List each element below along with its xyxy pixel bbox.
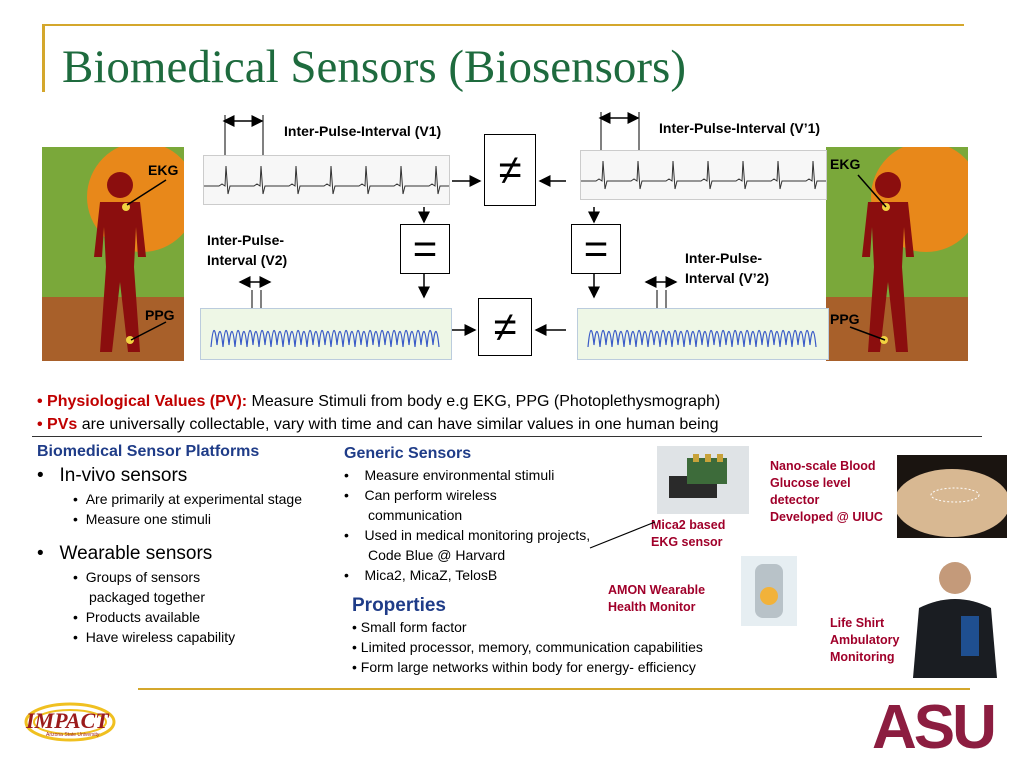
property-2: • Limited processor, memory, communicati… — [352, 639, 703, 655]
wearable-sub-1-text: Groups of sensors packaged together — [85, 569, 205, 605]
invivo-sub-2: • Measure one stimuli — [73, 511, 211, 527]
pv-bullet: • Physiological Values (PV): Measure Sti… — [37, 393, 721, 410]
ipi-v1-label: Inter-Pulse-Interval (V1) — [284, 123, 442, 139]
lifeshirt-caption-2: Ambulatory — [830, 633, 900, 647]
generic-item-1: • Measure environmental stimuli — [344, 467, 555, 483]
invivo-sub-1: • Are primarily at experimental stage — [73, 491, 302, 507]
amon-caption: AMON Wearable Health Monitor — [608, 582, 705, 616]
wearable-sub-1: • Groups of sensors packaged together — [73, 569, 205, 605]
amon-device-image — [741, 556, 797, 626]
ppg-signal-left — [200, 308, 452, 360]
pvs-bullet: • PVs are universally collectable, vary … — [37, 416, 719, 433]
nano-caption-1: Nano-scale Blood — [770, 459, 876, 473]
ppg-signal-right — [577, 308, 829, 360]
property-1: • Small form factor — [352, 619, 467, 635]
amon-caption-1: AMON Wearable — [608, 583, 706, 597]
ipi-v2p-line2: Interval (V’2) — [685, 270, 770, 286]
lifeshirt-photo — [905, 550, 1005, 678]
slide-title: Biomedical Sensors (Biosensors) — [62, 41, 686, 93]
ppg-waveform-left — [210, 329, 440, 348]
lifeshirt-caption-1: Life Shirt — [830, 616, 885, 630]
impact-logo-text: IMPACT — [26, 708, 109, 733]
impact-logo-mark — [24, 702, 116, 742]
pvs-label: PVs — [47, 416, 78, 433]
equal-box-right: = — [571, 224, 621, 274]
nano-caption-2: Glucose level — [770, 476, 851, 490]
section-divider — [32, 436, 982, 437]
invivo-sub-1-text: Are primarily at experimental stage — [85, 491, 302, 507]
mica2-caption-2: EKG sensor — [651, 535, 723, 549]
left-person-panel — [42, 147, 184, 361]
wearable-sub-2: • Products available — [73, 609, 201, 625]
nano-sensor-photo — [894, 455, 1010, 538]
property-3: • Form large networks within body for en… — [352, 659, 696, 675]
wearable-item: • Wearable sensors — [37, 543, 213, 564]
generic-section: Generic Sensors • Measure environmental … — [344, 445, 614, 585]
equal-box-left: = — [400, 224, 450, 274]
ipi-v2-line1: Inter-Pulse- — [207, 232, 285, 248]
mica2-caption: Mica2 based EKG sensor — [651, 517, 725, 551]
ekg-signal-right — [580, 150, 827, 200]
lifeshirt-caption: Life Shirt Ambulatory Monitoring — [830, 615, 899, 666]
wearable-sub-2-text: Products available — [85, 609, 201, 625]
ppg-waveform-right — [587, 329, 817, 348]
mica2-board-image — [657, 446, 749, 514]
mica2-pointer — [589, 521, 656, 549]
invivo-sub-2-text: Measure one stimuli — [85, 511, 211, 527]
nano-caption-4: Developed @ UIUC — [770, 510, 883, 524]
not-equal-box-bottom: ≠ — [478, 298, 532, 356]
platforms-section: Biomedical Sensor Platforms • In-vivo se… — [37, 443, 337, 647]
not-equal-box-top: ≠ — [484, 134, 536, 206]
ppg-label-left: PPG — [145, 307, 175, 323]
top-divider — [42, 24, 964, 26]
generic-item-2-text: Can perform wireless communication — [364, 487, 497, 523]
lifeshirt-person-image — [905, 550, 1005, 678]
impact-logo-sub: Arizona State University — [46, 732, 100, 738]
generic-item-1-text: Measure environmental stimuli — [364, 467, 555, 483]
ipi-v2-prime-label: Inter-Pulse- Interval (V’2) — [685, 248, 769, 288]
wearable-label: Wearable sensors — [59, 543, 213, 564]
invivo-item: • In-vivo sensors — [37, 465, 188, 486]
nano-caption: Nano-scale Blood Glucose level detector … — [770, 458, 883, 526]
lifeshirt-caption-3: Monitoring — [830, 650, 895, 664]
footer-divider — [138, 688, 970, 690]
person-illustration-right — [826, 147, 968, 361]
right-person-panel — [826, 147, 968, 361]
ppg-label-right: PPG — [830, 311, 860, 327]
ekg-label-right: EKG — [830, 156, 861, 172]
generic-item-3-text: Used in medical monitoring projects, Cod… — [364, 527, 591, 563]
ekg-label-left: EKG — [148, 162, 179, 178]
fingertip-image — [894, 455, 1010, 538]
platforms-heading: Biomedical Sensor Platforms — [37, 443, 260, 460]
amon-caption-2: Health Monitor — [608, 600, 696, 614]
ekg-waveform-left — [204, 165, 449, 195]
ekg-waveform-right — [581, 160, 826, 190]
pv-label: Physiological Values (PV): — [47, 393, 248, 410]
nano-caption-3: detector — [770, 493, 820, 507]
wearable-sub-3: • Have wireless capability — [73, 629, 236, 645]
ipi-v2-line2: Interval (V2) — [207, 252, 288, 268]
pvs-text: are universally collectable, vary with t… — [77, 416, 719, 433]
amon-photo — [741, 556, 797, 626]
generic-item-3: • Used in medical monitoring projects, C… — [344, 527, 591, 563]
impact-logo: IMPACT Arizona State University — [20, 694, 118, 750]
generic-item-4: • Mica2, MicaZ, TelosB — [344, 567, 498, 583]
asu-logo: ASU — [872, 693, 997, 762]
ipi-v1-prime-label: Inter-Pulse-Interval (V’1) — [659, 120, 821, 136]
ipi-v2-label: Inter-Pulse- Interval (V2) — [207, 230, 287, 270]
pv-text: Measure Stimuli from body e.g EKG, PPG (… — [247, 393, 721, 410]
properties-section: Properties • Small form factor • Limited… — [352, 595, 802, 677]
person-illustration-left — [42, 147, 184, 361]
title-accent-bar — [42, 24, 45, 92]
generic-item-2: • Can perform wireless communication — [344, 487, 497, 523]
mica2-photo — [657, 446, 749, 514]
mica2-caption-1: Mica2 based — [651, 518, 726, 532]
properties-heading: Properties — [352, 595, 446, 616]
invivo-label: In-vivo sensors — [59, 465, 188, 486]
generic-heading: Generic Sensors — [344, 445, 472, 462]
wearable-sub-3-text: Have wireless capability — [85, 629, 236, 645]
ekg-signal-left — [203, 155, 450, 205]
ipi-v2p-line1: Inter-Pulse- — [685, 250, 763, 266]
generic-item-4-text: Mica2, MicaZ, TelosB — [364, 567, 498, 583]
